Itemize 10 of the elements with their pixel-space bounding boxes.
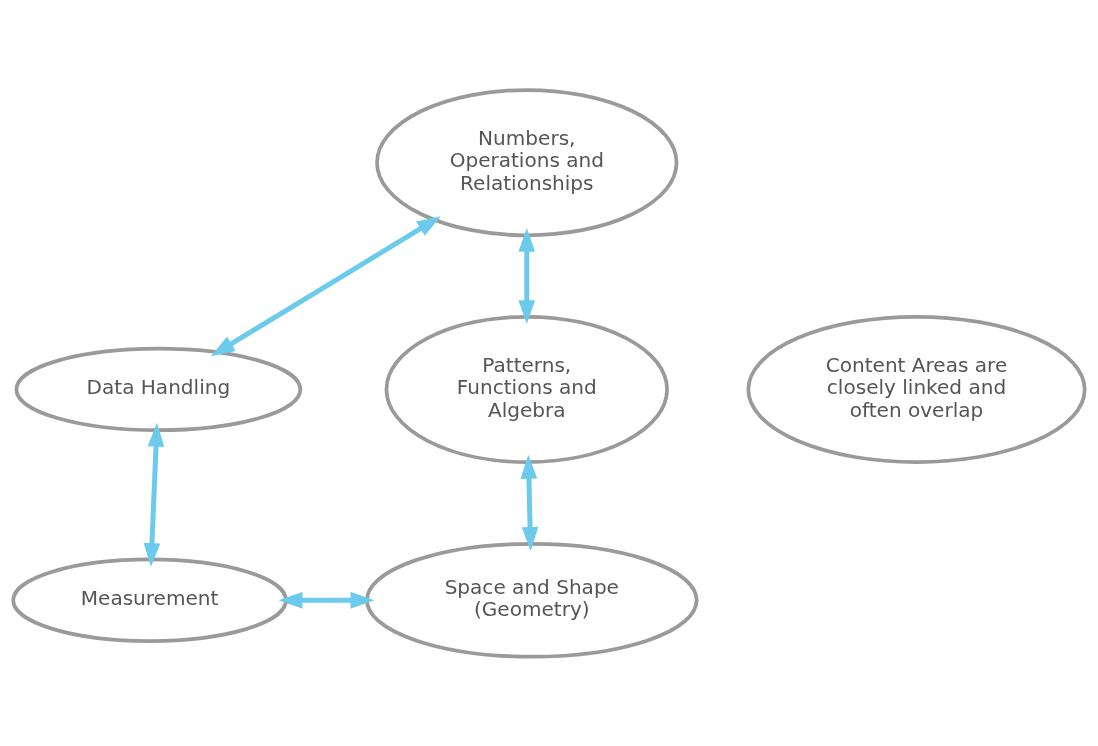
arrow	[143, 422, 165, 567]
node-ellipse: Patterns, Functions and Algebra	[384, 314, 669, 464]
node-ellipse: Data Handling	[14, 346, 303, 432]
arrow	[520, 454, 539, 551]
arrow	[278, 591, 375, 609]
arrow	[210, 215, 441, 356]
arrow	[518, 227, 536, 324]
node-ellipse: Content Areas are closely linked and often overlap	[746, 314, 1087, 464]
node-ellipse: Measurement	[11, 557, 288, 643]
node-ellipse: Space and Shape (Geometry)	[365, 541, 699, 659]
